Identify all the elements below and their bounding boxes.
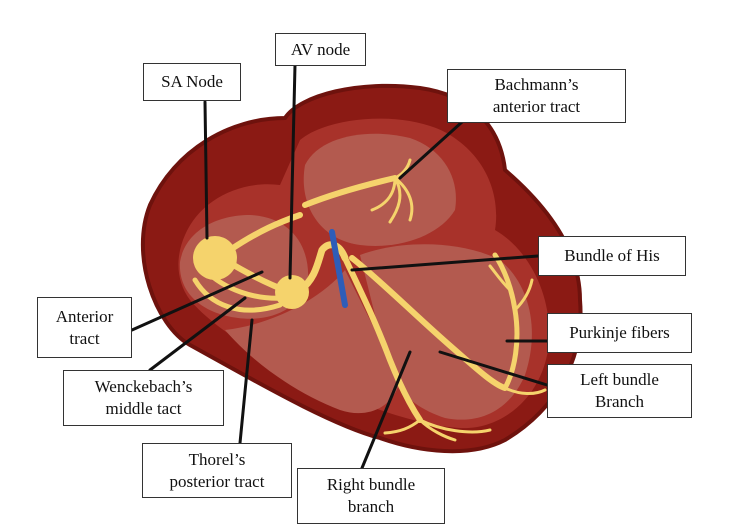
leader-sa (205, 102, 207, 238)
label-bachmann: Bachmann’s anterior tract (447, 69, 626, 123)
label-purkinje-fibers: Purkinje fibers (547, 313, 692, 353)
label-bundle-of-his: Bundle of His (538, 236, 686, 276)
label-wenckebach: Wenckebach’s middle tact (63, 370, 224, 426)
label-sa-node: SA Node (143, 63, 241, 101)
label-anterior-tract: Anterior tract (37, 297, 132, 358)
sa-node-shape (193, 236, 237, 280)
label-thorel: Thorel’s posterior tract (142, 443, 292, 498)
label-left-bundle-branch: Left bundle Branch (547, 364, 692, 418)
label-right-bundle-branch: Right bundle branch (297, 468, 445, 524)
av-node-shape (275, 275, 309, 309)
label-av-node: AV node (275, 33, 366, 66)
